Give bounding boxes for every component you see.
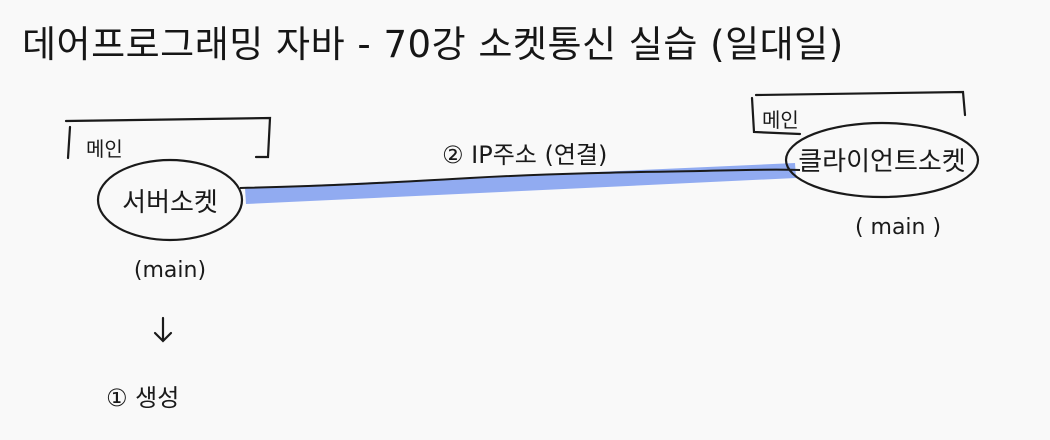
- down-arrow-icon: [153, 316, 173, 343]
- connection-label: ② IP주소 (연결): [442, 141, 607, 169]
- client-socket-node: [784, 121, 980, 199]
- server-socket-node: [96, 158, 244, 242]
- client-thread-tag: 메인: [762, 108, 799, 132]
- server-step-create: ① 생성: [106, 384, 179, 412]
- server-thread-tag: 메인: [86, 137, 123, 161]
- page-title: 데어프로그래밍 자바 - 70강 소켓통신 실습 (일대일): [22, 23, 844, 66]
- connection-line: [239, 168, 801, 189]
- server-socket-label: 서버소켓: [122, 188, 218, 218]
- client-thread-name: ( main ): [855, 215, 941, 240]
- server-thread-name: (main): [134, 258, 206, 283]
- client-thread-tag-box: [750, 90, 967, 136]
- client-socket-label: 클라이언트소켓: [798, 147, 965, 177]
- server-thread-tag-box: [64, 116, 272, 160]
- connection-highlight: [245, 163, 796, 204]
